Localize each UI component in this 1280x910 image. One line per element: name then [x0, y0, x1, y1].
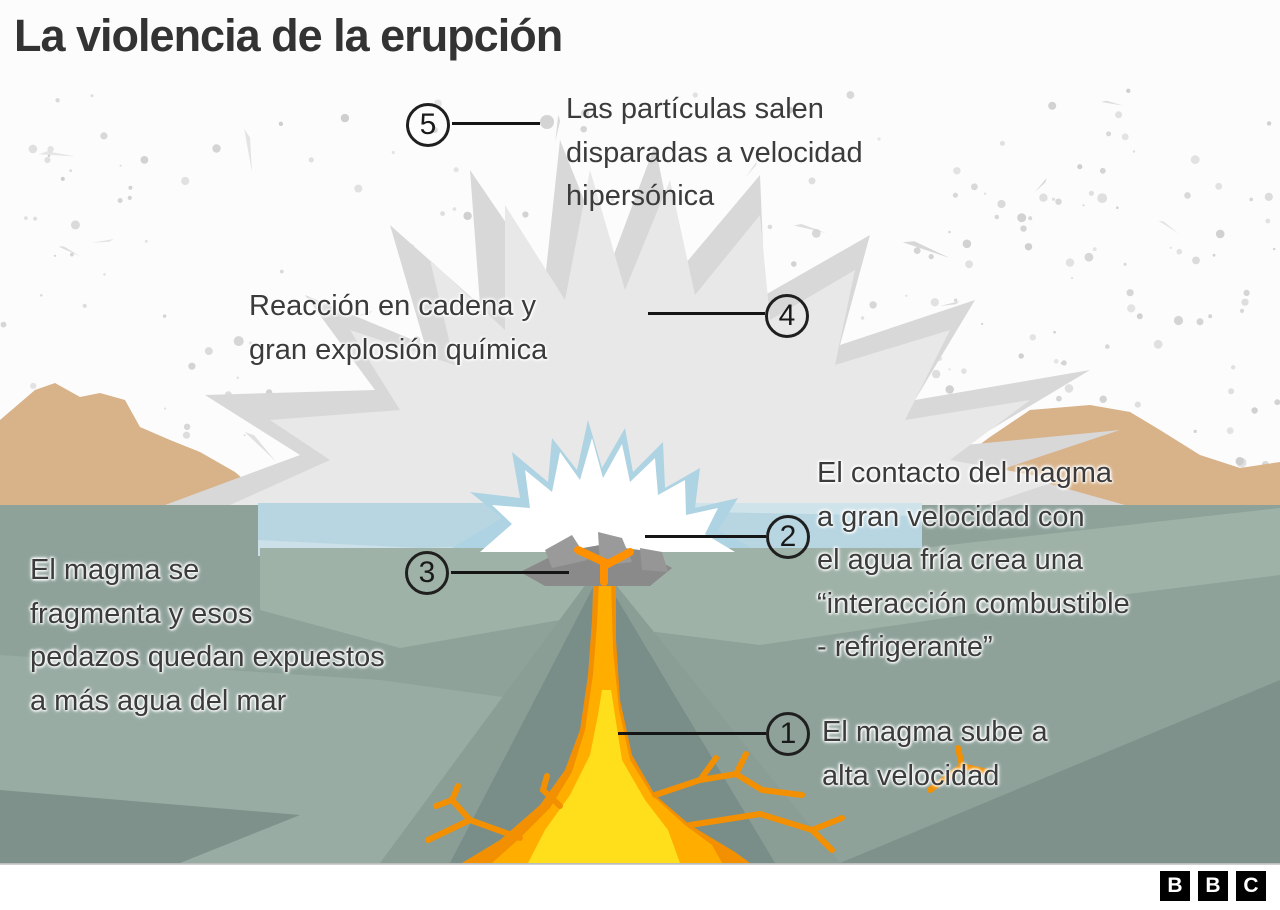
step-5-number: 5: [419, 108, 437, 141]
seafloor-pale-band: [260, 508, 1280, 648]
step-1-number: 1: [779, 717, 797, 750]
explosion-cloud-inner: [230, 170, 1060, 505]
callout-line-2: [645, 535, 766, 538]
step-4-badge: 4: [765, 294, 809, 338]
slope-bottomleft-dark: [0, 790, 300, 863]
step-2-label: El contacto del magma a gran velocidad c…: [817, 457, 1130, 663]
bbc-logo-block-2: B: [1198, 871, 1228, 901]
vent-magma-y: [574, 546, 634, 586]
callout-line-1: [618, 732, 766, 735]
step-1-badge: 1: [766, 712, 810, 756]
surface-blast-white: [480, 438, 735, 552]
magma-dendrites: [425, 745, 991, 853]
bbc-letter: C: [1243, 874, 1259, 897]
vent-rocks: [520, 532, 672, 586]
step-3-label: El magma se fragmenta y esos pedazos que…: [30, 554, 385, 717]
bbc-logo-block-3: C: [1236, 871, 1266, 901]
callout-line-3: [451, 571, 569, 574]
slope-right-dark: [840, 680, 1280, 863]
bbc-letter: B: [1167, 874, 1183, 897]
step-5-badge: 5: [406, 103, 450, 147]
bbc-logo-block-1: B: [1160, 871, 1190, 901]
step-2-badge: 2: [766, 515, 810, 559]
callout-line-5: [452, 122, 540, 125]
step-4-label: Reacción en cadena y gran explosión quím…: [249, 290, 548, 366]
magma-column: [425, 560, 991, 863]
step-5-label: Las partículas salen disparadas a veloci…: [566, 93, 863, 212]
step-3-number: 3: [418, 556, 436, 589]
callout-line-4: [648, 312, 765, 315]
page-title: La violencia de la erupción: [14, 10, 563, 61]
left-mountain: [0, 383, 268, 506]
step-2-number: 2: [779, 520, 797, 553]
step-4-number: 4: [778, 299, 796, 332]
footer-strip: [0, 864, 1280, 910]
step-1-label: El magma sube a alta velocidad: [822, 716, 1048, 792]
bbc-logo: B B C: [1160, 871, 1266, 901]
bbc-letter: B: [1205, 874, 1221, 897]
step-3-badge: 3: [405, 551, 449, 595]
